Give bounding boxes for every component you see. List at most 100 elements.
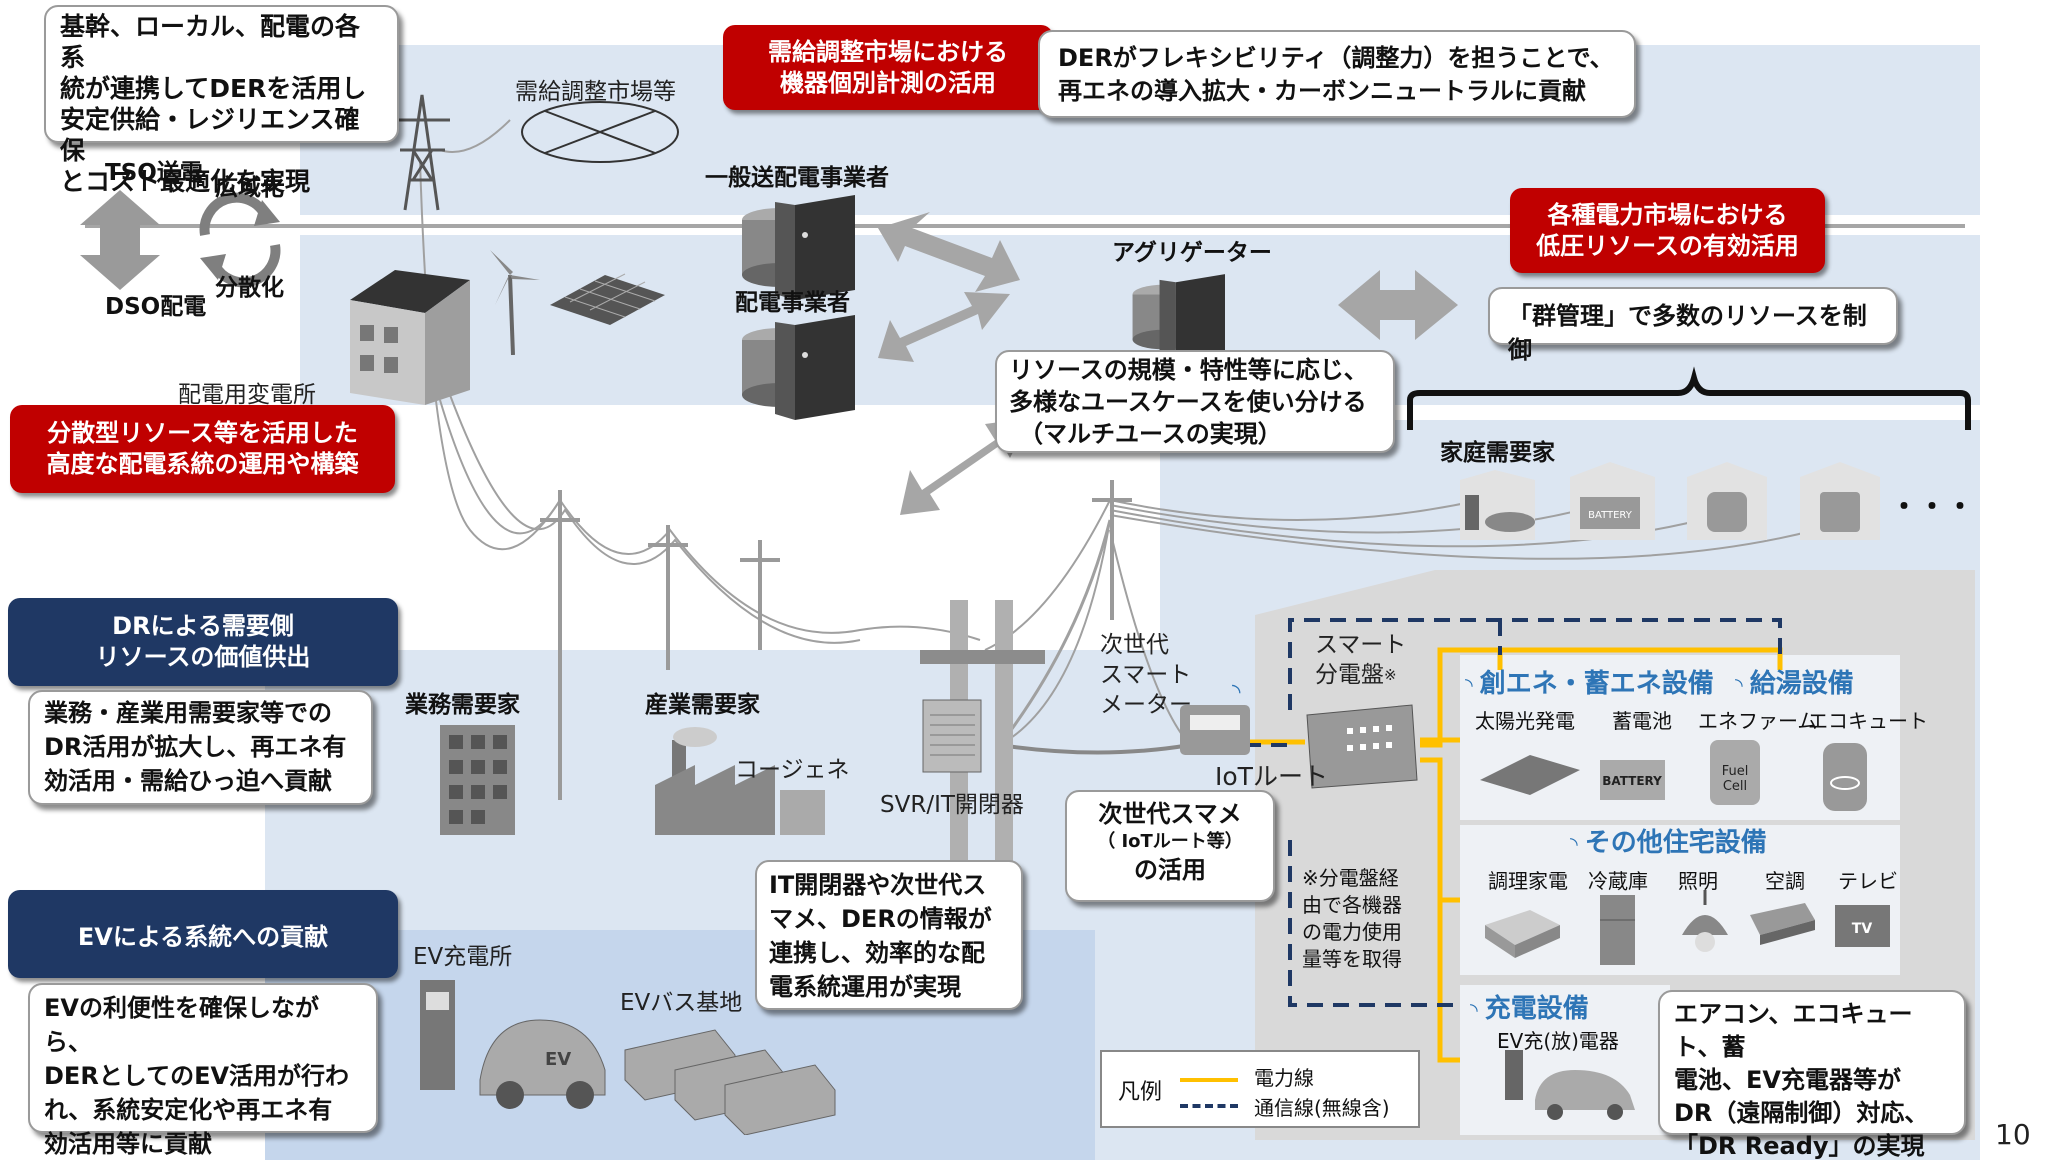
battery-label: BATTERY — [1588, 510, 1633, 521]
callout-line: 電池、EV充電器等が — [1674, 1066, 1901, 1094]
callout-line: マメ、DERの情報が — [769, 905, 992, 933]
label-line: スマート — [1100, 662, 1192, 688]
red-box-distribution: 分散型リソース等を活用した 高度な配電系統の運用や構築 — [10, 405, 395, 493]
tso-label: TSO送電 — [105, 160, 203, 186]
navy-box-line: DRによる需要側 — [112, 612, 294, 640]
smart-panel-icon — [1306, 704, 1418, 789]
multiuse-callout: リソースの規模・特性等に応じ、 多様なユースケースを使い分ける （マルチユースの… — [995, 350, 1395, 453]
ev-station-label: EV充電所 — [413, 944, 513, 970]
callout-line: DERとしてのEV活用が行わ — [44, 1062, 350, 1090]
section-title-text: 給湯設備 — [1749, 669, 1854, 699]
red-box-line: 需給調整市場における — [768, 37, 1008, 66]
group-management-callout: 「群管理」で多数のリソースを制御 — [1488, 287, 1898, 364]
callout-line: 次世代スマメ — [1098, 800, 1242, 828]
household-fuelcell-icon — [1800, 462, 1880, 540]
household-ecocute-icon — [1687, 462, 1767, 540]
enefarm-item-icon: Fuel Cell — [1710, 740, 1760, 805]
panel-other — [1460, 825, 1900, 975]
top-left-callout: 基幹、ローカル、配電の各系 統が連携してDERを活用し 安定供給・レジリエンス確… — [44, 5, 399, 196]
callout-line: DR（遠隔制御）対応、 — [1674, 1099, 1929, 1127]
callout-line: （マルチユースの実現） — [1019, 420, 1282, 448]
label-text: 分電盤 — [1315, 662, 1384, 688]
tv-label: TV — [1852, 921, 1873, 937]
page-number: 10 — [1995, 1118, 2031, 1151]
note-line: の電力使用 — [1302, 920, 1402, 944]
business-consumer-label: 業務需要家 — [405, 692, 520, 718]
red-box-line: 低圧リソースの有効活用 — [1536, 231, 1799, 260]
svr-switch-icon — [922, 699, 982, 773]
section-hot-water-title: ◝ 給湯設備 — [1735, 663, 1854, 700]
general-td-server-icon — [742, 195, 855, 300]
iot-route-label: IoTルート — [1215, 762, 1328, 791]
callout-line: 業務・産業用需要家等での — [44, 699, 332, 727]
wifi-icon-meter: ◝ — [1232, 680, 1241, 705]
callout-line: 統が連携してDERを活用し — [60, 74, 367, 103]
market-label: 需給調整市場等 — [515, 79, 676, 105]
general-td-operator-label: 一般送配電事業者 — [705, 165, 889, 191]
ev-charger-label: EV充(放)電器 — [1497, 1029, 1619, 1053]
wind-turbine-icon — [490, 250, 540, 355]
household-label: 家庭需要家 — [1440, 440, 1555, 466]
callout-line: れ、系統安定化や再エネ有 — [44, 1096, 333, 1124]
label-line: メーター — [1100, 692, 1192, 718]
legend-comm-swatch — [1180, 1104, 1238, 1108]
aggregator-label: アグリゲーター — [1112, 240, 1272, 266]
it-switch-callout: IT開閉器や次世代ス マメ、DERの情報が 連携し、効率的な配 電系統運用が実現 — [755, 860, 1023, 1010]
section-title-text: 創エネ・蓄エネ設備 — [1479, 669, 1714, 699]
callout-line: 再エネの導入拡大・カーボンニュートラルに貢献 — [1058, 77, 1586, 105]
navy-box-dr: DRによる需要側 リソースの価値供出 — [8, 598, 398, 686]
battery-item-icon: BATTERY — [1600, 760, 1665, 800]
red-box-line: 分散型リソース等を活用した — [47, 419, 358, 447]
dr-ready-callout: エアコン、エコキュート、蓄 電池、EV充電器等が DR（遠隔制御）対応、 「DR… — [1658, 990, 1966, 1160]
substation-icon — [350, 270, 470, 405]
note-line: 量等を取得 — [1302, 947, 1402, 971]
smart-meter-icon — [1180, 705, 1250, 755]
navy-box-line: リソースの価値供出 — [95, 643, 311, 671]
red-box-line: 各種電力市場における — [1547, 200, 1788, 229]
red-box-low-voltage: 各種電力市場における 低圧リソースの有効活用 — [1510, 188, 1825, 273]
dr-callout: 業務・産業用需要家等での DR活用が拡大し、再エネ有 効活用・需給ひっ迫へ貢献 — [28, 690, 373, 805]
air-conditioner-icon — [1750, 903, 1815, 945]
legend: 凡例 電力線 通信線(無線含) — [1100, 1050, 1420, 1128]
distributed-label: 分散化 — [215, 275, 284, 301]
note-mark: ※ — [1384, 666, 1397, 684]
substation-label: 配電用変電所 — [178, 382, 316, 408]
other-item-light: 照明 — [1678, 869, 1718, 893]
factory-icon — [655, 727, 825, 835]
refrigerator-icon — [1600, 895, 1635, 965]
legend-title: 凡例 — [1118, 1080, 1163, 1105]
ev-bus-depot-label: EVバス基地 — [620, 990, 743, 1016]
navy-box-ev: EVによる系統への貢献 — [8, 890, 398, 978]
generation-item-enefarm: エネファーム — [1698, 709, 1818, 733]
ev-car-label: EV — [545, 1049, 571, 1070]
generation-item-ecocute: エコキュート — [1808, 709, 1928, 733]
callout-line: 「DR Ready」の実現 — [1674, 1132, 1925, 1160]
callout-line: （ IoTルート等） — [1097, 831, 1243, 852]
more-ellipsis: ・・・ — [1890, 490, 1975, 523]
cogeneration-label: コージェネ — [735, 757, 850, 783]
wifi-icon: ◝ — [1570, 832, 1585, 856]
solar-panels-icon — [550, 273, 665, 325]
callout-line: リソースの規模・特性等に応じ、 — [1009, 356, 1368, 384]
ev-station-icon: EV — [420, 980, 606, 1109]
business-building-icon — [440, 725, 515, 835]
red-box-individual-meter: 需給調整市場における 機器個別計測の活用 — [723, 25, 1053, 110]
other-item-tv: テレビ — [1838, 869, 1898, 893]
note-line: 由で各機器 — [1302, 893, 1402, 917]
ev-bus-icon — [624, 1029, 836, 1135]
callout-line: 安定供給・レジリエンス確保 — [60, 105, 360, 165]
wifi-icon: ◝ — [1470, 998, 1485, 1022]
other-item-fridge: 冷蔵庫 — [1588, 869, 1648, 893]
wifi-icon: ◝ — [1465, 673, 1480, 697]
red-box-line: 高度な配電系統の運用や構築 — [46, 450, 359, 478]
aggregator-server-icon — [1132, 274, 1225, 360]
solar-panel-item-icon — [1480, 755, 1580, 795]
callout-line: DR活用が拡大し、再エネ有 — [44, 733, 347, 761]
distribution-operator-label: 配電事業者 — [735, 290, 850, 316]
household-battery-icon: BATTERY — [1570, 462, 1655, 540]
next-meter-callout: 次世代スマメ （ IoTルート等） の活用 — [1065, 790, 1275, 902]
callout-line: 効活用等に貢献 — [44, 1130, 212, 1158]
dso-label: DSO配電 — [105, 294, 207, 320]
section-title-text: 充電設備 — [1484, 994, 1589, 1024]
wide-area-label: 広域化 — [215, 175, 284, 201]
